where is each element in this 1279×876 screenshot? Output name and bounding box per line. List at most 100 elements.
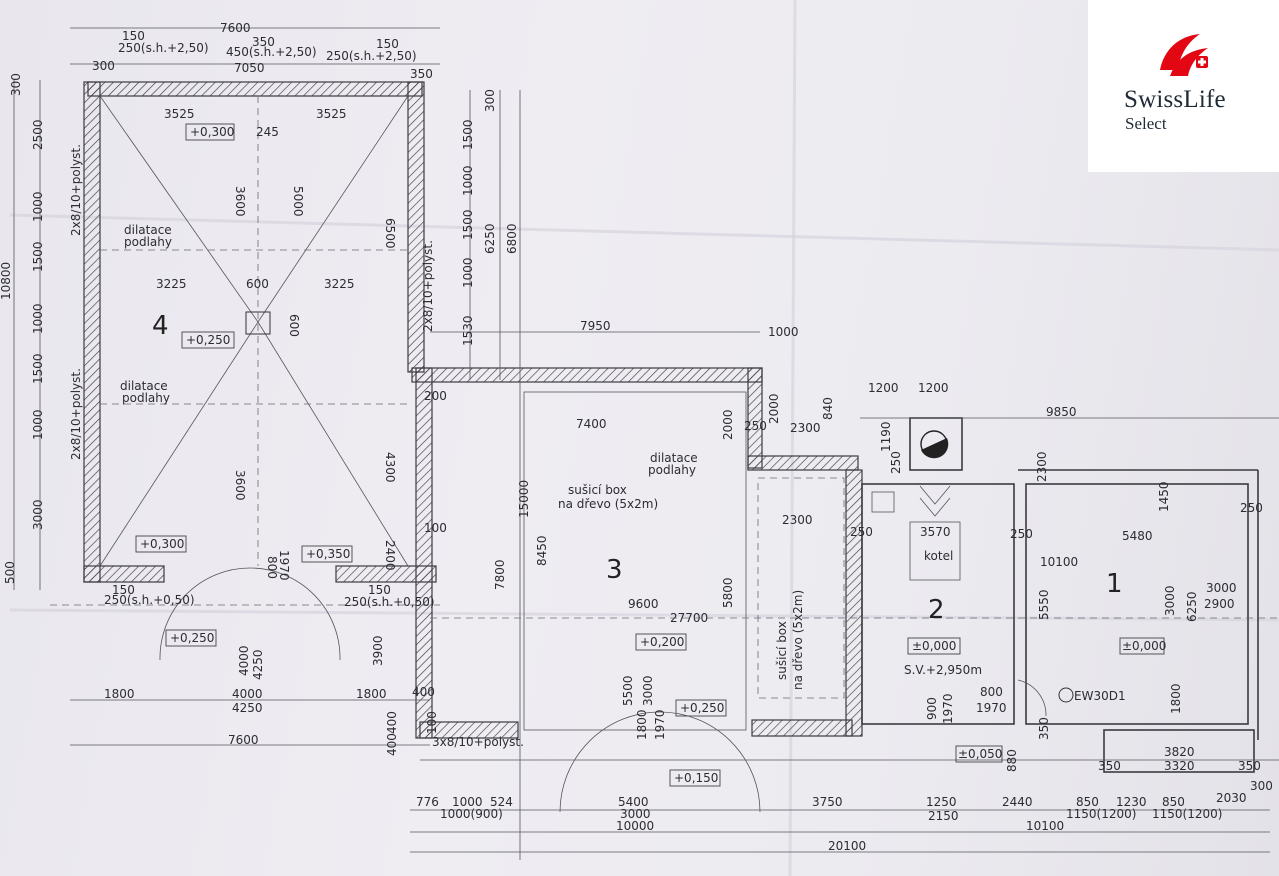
dimension: 250 bbox=[744, 419, 767, 433]
level-label: +0,150 bbox=[674, 771, 718, 785]
dimension: 7400 bbox=[576, 417, 607, 431]
room-number: 4 bbox=[152, 311, 169, 341]
dimension: 1800 bbox=[356, 687, 387, 701]
level-label: ±0,050 bbox=[958, 747, 1002, 761]
dimension: 1500 bbox=[461, 119, 475, 150]
dimension: 1500 bbox=[31, 241, 45, 272]
level-label: +0,250 bbox=[170, 631, 214, 645]
dimension: 1970 bbox=[653, 709, 667, 740]
dimension: 2500 bbox=[31, 119, 45, 150]
dimension: 6500 bbox=[383, 218, 397, 249]
dimension: 500 bbox=[3, 561, 17, 584]
dimension: 10100 bbox=[1040, 555, 1078, 569]
room-number: 3 bbox=[606, 555, 623, 585]
dimension: 5550 bbox=[1037, 589, 1051, 620]
dimension: 350 bbox=[1098, 759, 1121, 773]
plan-label: podlahy bbox=[124, 235, 172, 249]
dimension: 1190 bbox=[879, 421, 893, 452]
dimension: 10800 bbox=[0, 262, 13, 300]
dimension: 3600 bbox=[233, 470, 247, 501]
dimension: 100 bbox=[425, 711, 439, 734]
dimension: 1000 bbox=[31, 303, 45, 334]
dimension: 5800 bbox=[721, 577, 735, 608]
dimension: 5480 bbox=[1122, 529, 1153, 543]
dimension: 3570 bbox=[920, 525, 951, 539]
dimension: 300 bbox=[1250, 779, 1273, 793]
dimension: 2400 bbox=[383, 540, 397, 571]
dimension: 10000 bbox=[616, 819, 654, 833]
dimension: 10100 bbox=[1026, 819, 1064, 833]
room2-outline bbox=[861, 483, 1015, 725]
dimension: 350 bbox=[410, 67, 433, 81]
dimension: 2440 bbox=[1002, 795, 1033, 809]
dimension: 3900 bbox=[371, 635, 385, 666]
dimension: 1000 bbox=[768, 325, 799, 339]
dimension: 3820 bbox=[1164, 745, 1195, 759]
dimension: 5000 bbox=[291, 186, 305, 217]
dimension: 1970 bbox=[277, 550, 291, 581]
swisslife-mark-icon bbox=[1160, 34, 1208, 76]
dimension: 150 bbox=[376, 37, 399, 51]
vertical-dimension-texts: 3600 5000 600 3600 6500 4300 2400 800 19… bbox=[0, 73, 1199, 772]
room4-left-wall bbox=[83, 81, 101, 583]
dimension: 4000 bbox=[232, 687, 263, 701]
plan-label: 2x8/10+polyst. bbox=[69, 368, 83, 460]
dimension: 4300 bbox=[383, 452, 397, 483]
dimension: 150 bbox=[112, 583, 135, 597]
dimension: 7950 bbox=[580, 319, 611, 333]
plan-label: 250(s.h.+0,50) bbox=[104, 593, 195, 607]
dimension: 1000 bbox=[461, 257, 475, 288]
dimension: 3525 bbox=[164, 107, 195, 121]
level-label: +0,250 bbox=[680, 701, 724, 715]
dimension: 200 bbox=[424, 389, 447, 403]
plan-label: 250(s.h.+0,50) bbox=[344, 595, 435, 609]
dimension: 5400 bbox=[618, 795, 649, 809]
dimension: 840 bbox=[821, 397, 835, 420]
dimension-texts: 7600 7050 150 350 150 300 350 3525 3525 … bbox=[92, 21, 1273, 853]
room3-top-wall bbox=[411, 367, 763, 383]
plan-label: 250(s.h.+2,50) bbox=[118, 41, 209, 55]
dimension: 3600 bbox=[233, 186, 247, 217]
plan-label: podlahy bbox=[122, 391, 170, 405]
dimension: 2900 bbox=[1204, 597, 1235, 611]
plan-label: podlahy bbox=[648, 463, 696, 477]
dimension: 20100 bbox=[828, 839, 866, 853]
dimension: 1530 bbox=[461, 315, 475, 346]
dimension: 1250 bbox=[926, 795, 957, 809]
room3-left-wall bbox=[415, 367, 433, 739]
room-number: 1 bbox=[1106, 569, 1123, 599]
level-label: +0,350 bbox=[306, 547, 350, 561]
dimension: 4250 bbox=[232, 701, 263, 715]
dimension: 150 bbox=[122, 29, 145, 43]
dimension: 9600 bbox=[628, 597, 659, 611]
dimension: 300 bbox=[92, 59, 115, 73]
door-label: EW30D1 bbox=[1074, 689, 1126, 703]
dimension: 3225 bbox=[156, 277, 187, 291]
dimension: 1000 bbox=[461, 165, 475, 196]
logo-name: SwissLife bbox=[1124, 86, 1226, 113]
logo-sub: Select bbox=[1125, 114, 1167, 133]
dimension: 6250 bbox=[483, 223, 497, 254]
dimension: 1150(1200) bbox=[1152, 807, 1222, 821]
dimension: 1000(900) bbox=[440, 807, 503, 821]
plan-label: na dřevo (5x2m) bbox=[558, 497, 658, 511]
dimension: 900 bbox=[925, 697, 939, 720]
room3-right-wall bbox=[747, 367, 763, 469]
dimension: 8450 bbox=[535, 535, 549, 566]
dimension: 1500 bbox=[461, 209, 475, 240]
plan-label: na dřevo (5x2m) bbox=[791, 590, 805, 690]
dimension: 880 bbox=[1005, 749, 1019, 772]
plan-label: 250(s.h.+2,50) bbox=[326, 49, 417, 63]
dimension: 350 bbox=[252, 35, 275, 49]
dimension: 9850 bbox=[1046, 405, 1077, 419]
dimension: 27700 bbox=[670, 611, 708, 625]
dimension: 1500 bbox=[31, 353, 45, 384]
level-label: +0,200 bbox=[640, 635, 684, 649]
dimension: 400 bbox=[385, 711, 399, 734]
dimension: 5500 bbox=[621, 675, 635, 706]
dimension: 4250 bbox=[251, 649, 265, 680]
dimension: 1000 bbox=[452, 795, 483, 809]
dimension: 2300 bbox=[790, 421, 821, 435]
plan-label: dilatace bbox=[124, 223, 172, 237]
dimension: 2000 bbox=[721, 409, 735, 440]
